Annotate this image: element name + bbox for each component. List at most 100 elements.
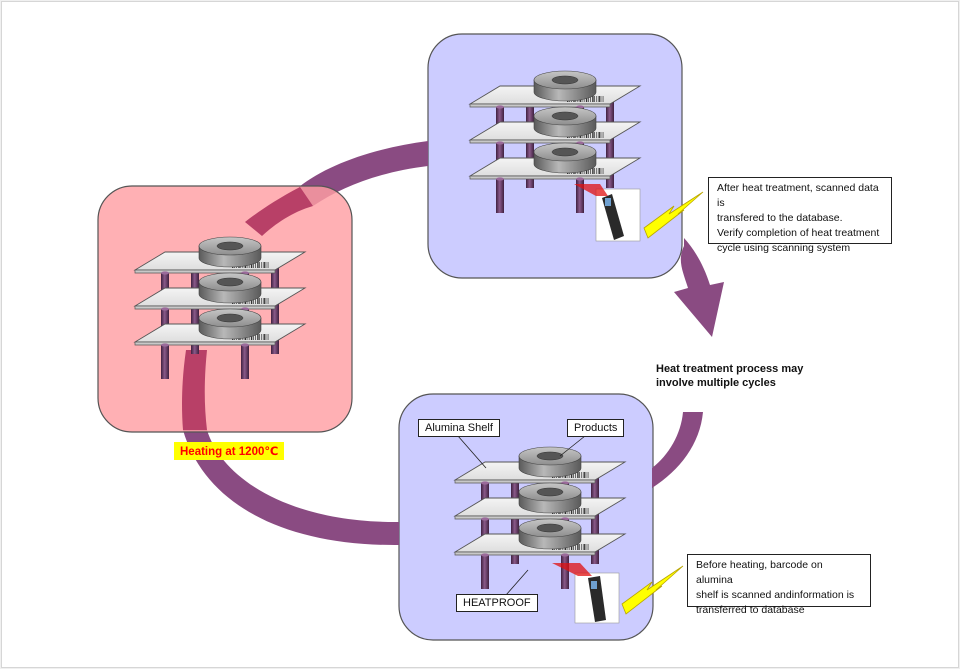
barcode-bar (263, 262, 265, 268)
product-ring-hole (551, 147, 579, 157)
barcode-bar (598, 132, 600, 138)
barcode-bar (592, 168, 594, 174)
shelf-stack-after (468, 70, 642, 213)
barcode-bar (579, 508, 580, 514)
support-post (496, 143, 504, 169)
alumina-shelf-leader (457, 435, 487, 469)
barcode-bar (575, 508, 576, 514)
barcode-bar (583, 508, 585, 514)
barcode-bar (267, 298, 269, 304)
alumina-shelf-edge (134, 305, 276, 310)
barcode-bar (590, 132, 591, 138)
support-post (576, 179, 584, 213)
scanner-after (574, 184, 641, 242)
barcode-bar (253, 262, 254, 268)
barcode-bar (588, 132, 589, 138)
products-label: Products (567, 419, 625, 437)
barcode-bar (585, 168, 588, 174)
shelf-stack-before (453, 446, 627, 589)
barcode-bar (250, 298, 253, 304)
lightning-icon (643, 191, 704, 239)
alumina-shelf-edge (454, 479, 596, 484)
barcode-bar (587, 508, 589, 514)
heatproof-label: HEATPROOF (456, 594, 538, 612)
support-post (241, 345, 249, 379)
barcode-bar (600, 96, 602, 102)
barcode-bar (596, 132, 598, 138)
barcode-bar (585, 132, 588, 138)
barcode-bar (585, 544, 587, 550)
callout-line: After heat treatment, scanned data is (717, 182, 879, 209)
barcode-bar (257, 298, 259, 304)
barcode-bar (587, 472, 589, 478)
callout-line: Verify completion of heat treatment (717, 227, 880, 239)
barcode-bar (581, 544, 583, 550)
product-ring-hole (536, 487, 564, 497)
scanner-after-laser (574, 184, 608, 196)
product-ring-hole (551, 75, 579, 85)
scanner-before (552, 563, 620, 624)
product-ring-hole (536, 451, 564, 461)
barcode-bar (577, 472, 579, 478)
alumina-shelf-edge (134, 341, 276, 346)
barcode-bar (596, 168, 598, 174)
support-post-top (161, 307, 169, 311)
barcode-bar (253, 334, 254, 340)
support-post-top (481, 517, 489, 521)
before-heating-callout: Before heating, barcode on alumina shelf… (687, 554, 871, 616)
barcode-bar (600, 168, 602, 174)
barcode-bar (257, 334, 259, 340)
barcode-bar (577, 544, 579, 550)
callout-line: transfered to the database. (717, 212, 843, 224)
barcode-bar (598, 168, 600, 174)
support-post-top (576, 177, 584, 181)
support-post-top (161, 343, 169, 347)
barcode-bar (594, 168, 595, 174)
arrow-bottom-left (183, 430, 399, 546)
heating-temperature-label: Heating at 1200℃ (174, 442, 285, 460)
barcode-bar (579, 544, 580, 550)
products-leader (559, 435, 586, 457)
barcode-bar (594, 96, 595, 102)
barcode-bar (255, 262, 256, 268)
support-post-top (241, 343, 249, 347)
support-post-top (481, 553, 489, 557)
barcode-bar (259, 262, 260, 268)
arrow-right-lower (652, 412, 703, 488)
cycle-note-line: Heat treatment process may (656, 363, 804, 375)
barcode-bar (585, 472, 587, 478)
barcode-bar (257, 262, 259, 268)
arrow-right-head (674, 238, 724, 337)
barcode-bar (265, 334, 267, 340)
barcode-bar (587, 544, 589, 550)
cycle-note: Heat treatment process may involve multi… (656, 362, 803, 390)
barcode-bar (250, 334, 253, 340)
cycle-note-line: involve multiple cycles (656, 377, 776, 389)
support-post (161, 273, 169, 299)
barcode-bar (267, 262, 269, 268)
scanner-after-screen (605, 198, 611, 206)
alumina-shelf-edge (469, 175, 611, 180)
after-heating-callout: After heat treatment, scanned data is tr… (708, 177, 892, 254)
support-post (496, 179, 504, 213)
support-post (481, 519, 489, 545)
support-post-top (161, 271, 169, 275)
product-ring-hole (216, 277, 244, 287)
barcode-bar (577, 508, 579, 514)
barcode-bar (602, 96, 604, 102)
support-post (481, 555, 489, 589)
barcode-bar (585, 96, 588, 102)
support-post-top (496, 141, 504, 145)
alumina-shelf-edge (454, 515, 596, 520)
barcode-bar (263, 334, 265, 340)
barcode-bar (592, 132, 594, 138)
product-ring-hole (551, 111, 579, 121)
barcode-bar (253, 298, 254, 304)
barcode-bar (263, 298, 265, 304)
barcode-bar (592, 96, 594, 102)
arrow-overlap-bottom (182, 350, 207, 430)
barcode-bar (585, 508, 587, 514)
support-post-top (496, 177, 504, 181)
